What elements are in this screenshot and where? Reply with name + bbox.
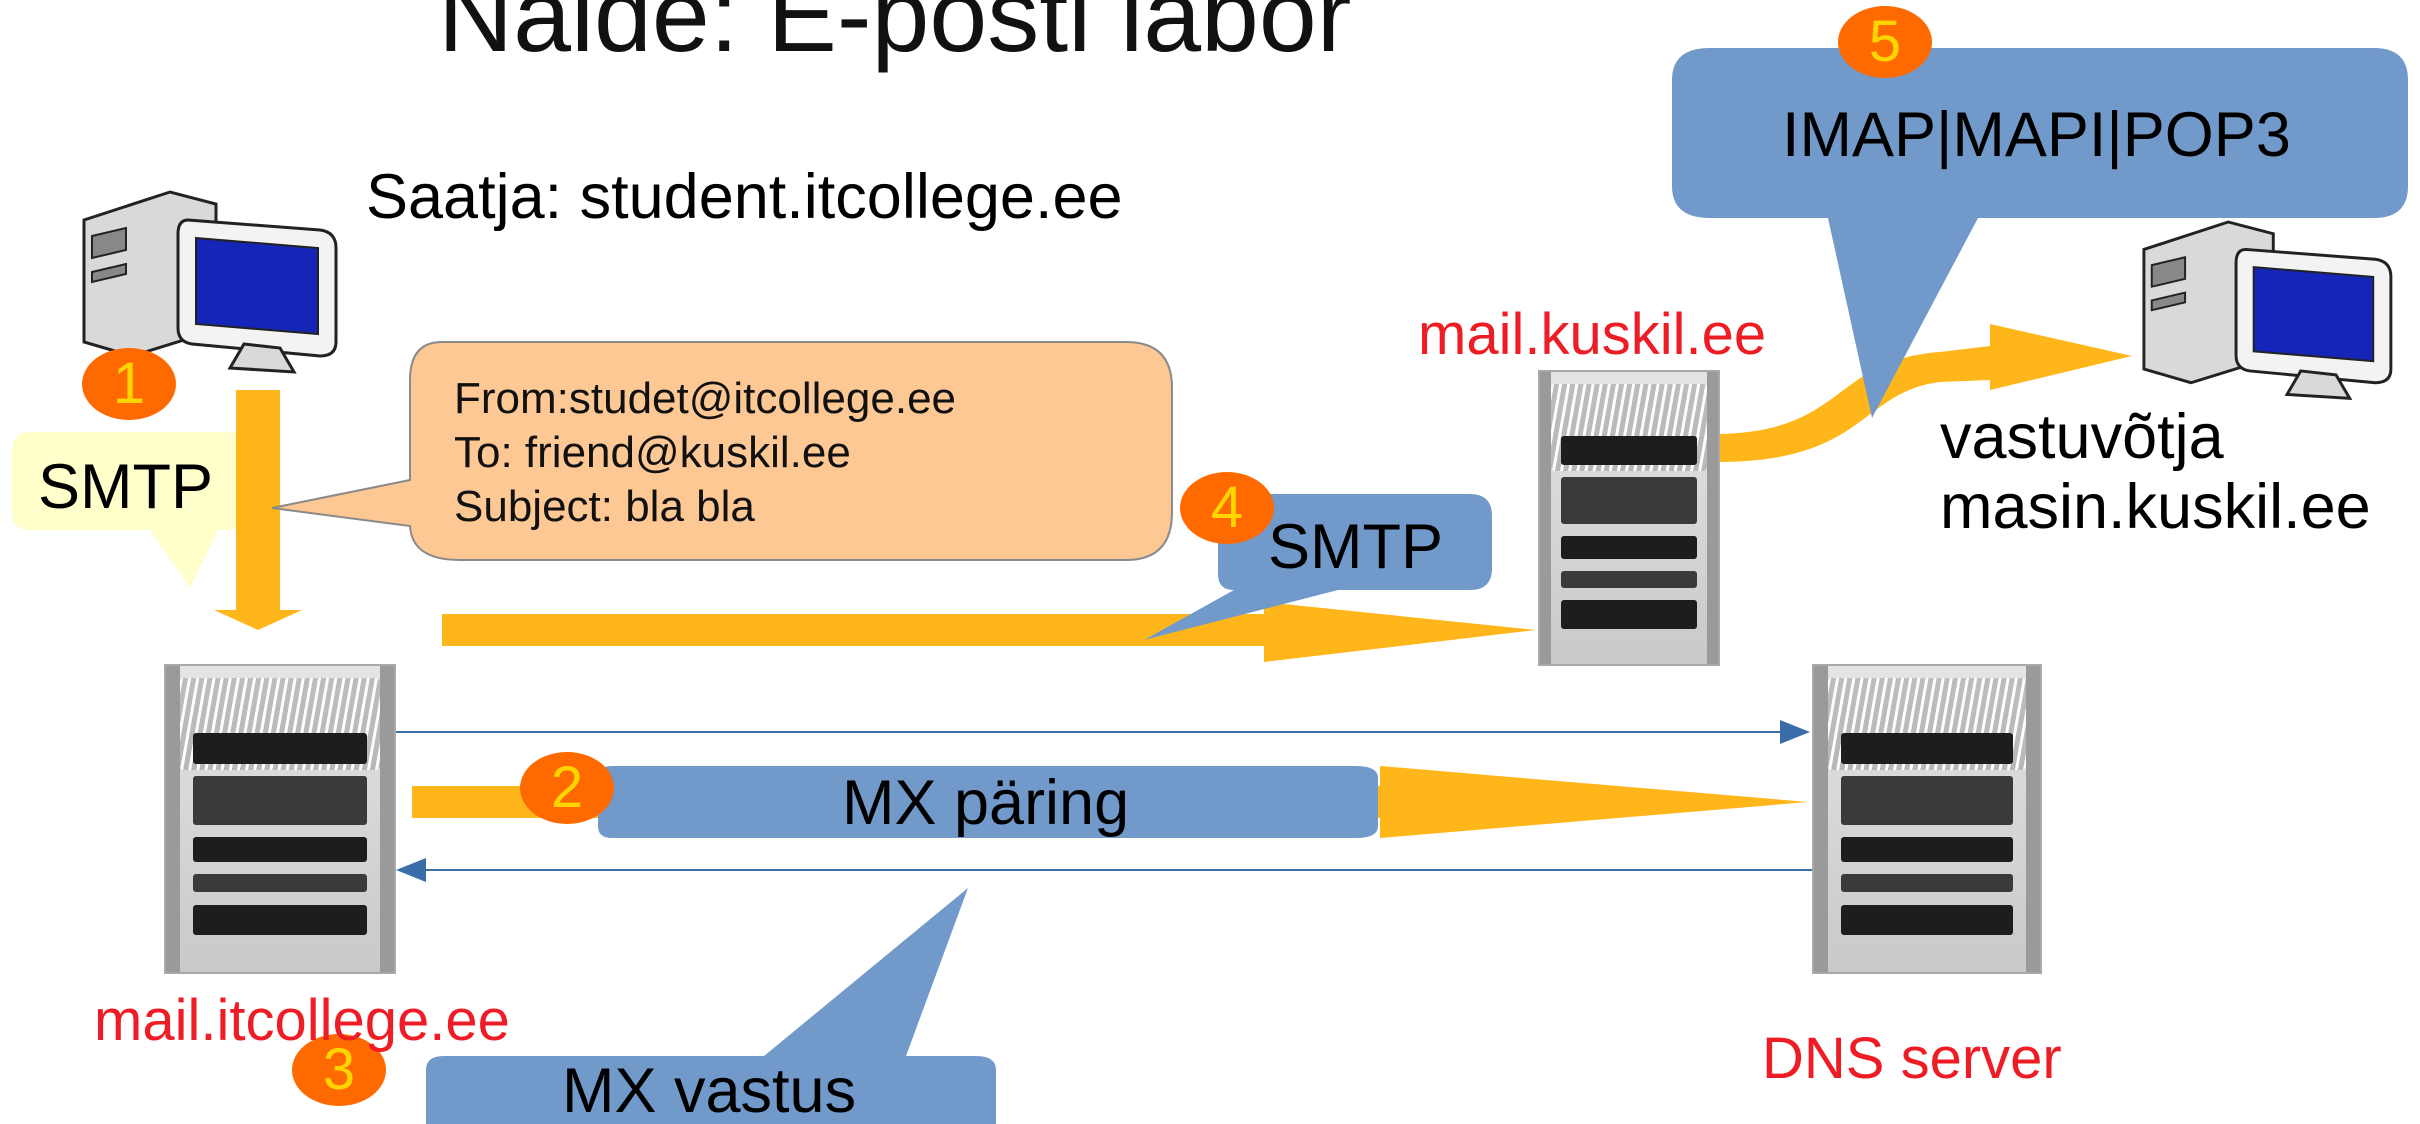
mx-query-callout [598,766,1378,838]
page-title: Näide: E-posti labor [438,0,1352,74]
imap-callout [1672,48,2408,418]
step-5-protocol-label: IMAP|MAPI|POP3 [1782,100,2291,170]
step-badge-4: 4 [1180,472,1274,544]
email-from-line: From:studet@itcollege.ee [454,374,957,423]
mx-response-callout [426,888,996,1124]
arrow-step5 [1718,324,2132,462]
server-rack-icon-receiver [1538,370,1720,666]
arrow-step4 [442,602,1536,662]
step-3-protocol-label: MX vastus [562,1056,857,1124]
step-badge-2: 2 [520,752,614,824]
arrow-down-step1 [214,390,302,630]
step-badge-3: 3 [292,1034,386,1106]
sender-mail-server-label: mail.itcollege.ee [94,988,510,1053]
receiver-label-line2: masin.kuskil.ee [1940,472,2371,542]
email-subject-line: Subject: bla bla [454,482,755,531]
dns-server-label: DNS server [1762,1026,2062,1091]
desktop-computer-icon-receiver [2142,220,2393,401]
step-badge-1: 1 [82,348,176,420]
email-callout [271,341,1173,561]
server-rack-icon-dns [1812,664,2042,974]
step-badge-5: 5 [1838,6,1932,78]
receiver-mail-server-label: mail.kuskil.ee [1418,302,1767,367]
server-rack-icon [164,664,396,974]
step-1-protocol-label: SMTP [38,452,214,522]
sender-label: Saatja: student.itcollege.ee [366,162,1123,232]
receiver-label-line1: vastuvõtja [1940,402,2224,472]
desktop-computer-icon [82,190,338,374]
email-to-line: To: friend@kuskil.ee [454,428,851,477]
step-2-protocol-label: MX päring [842,768,1130,838]
smtp-callout-1 [12,432,246,588]
step-4-protocol-label: SMTP [1268,512,1444,582]
